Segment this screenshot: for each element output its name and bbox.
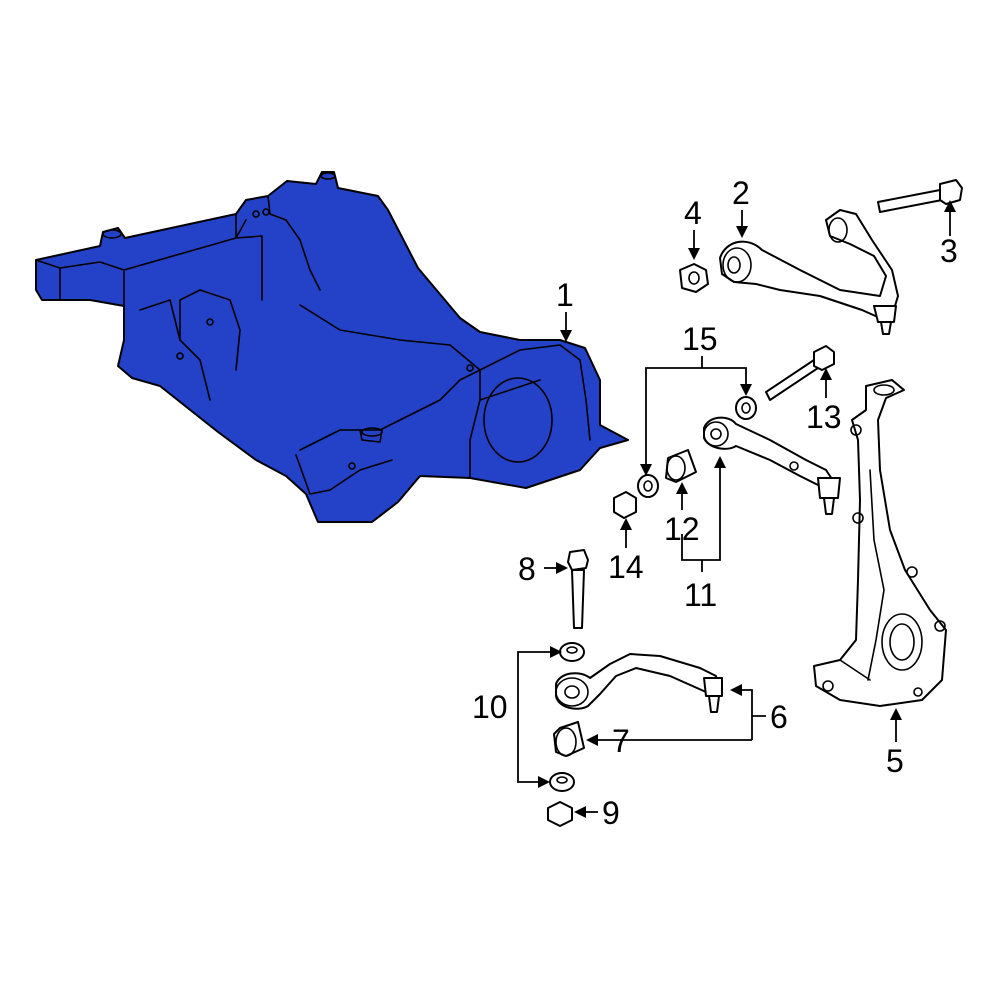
subframe-bushing-top-2: [320, 172, 336, 180]
washer-10-top-hole: [566, 646, 578, 654]
subframe-details: [35, 195, 591, 495]
part-6-lower-arm[interactable]: [555, 653, 723, 713]
lower-arm-stud: [708, 695, 720, 713]
bolt-13-head: [813, 345, 835, 371]
part-8-bolt[interactable]: [567, 549, 589, 629]
leader-lines: [517, 200, 956, 818]
callout-2[interactable]: 2: [732, 175, 750, 211]
callout-6[interactable]: 6: [770, 699, 788, 735]
callout-3[interactable]: 3: [940, 233, 958, 269]
rear-arm-hole: [789, 461, 799, 471]
upper-arm-bushing: [722, 247, 752, 283]
part-9-nut[interactable]: [547, 801, 573, 827]
subframe-hole-1: [252, 210, 260, 218]
bushing-12-body: [665, 449, 697, 483]
knuckle-hole-3: [906, 566, 918, 578]
part-3-bolt[interactable]: [877, 179, 963, 213]
callout-11[interactable]: 11: [684, 577, 717, 613]
subframe-hole-3: [176, 352, 184, 360]
part-2-upper-arm[interactable]: [719, 209, 899, 335]
part-10-washers[interactable]: [549, 642, 585, 792]
callout-5[interactable]: 5: [886, 743, 904, 779]
knuckle-hole-2: [852, 512, 864, 524]
part-15-washers[interactable]: [637, 396, 757, 498]
callout-9[interactable]: 9: [602, 795, 620, 831]
part-14-nut[interactable]: [613, 491, 637, 519]
lower-arm-bushing: [555, 677, 589, 707]
nut-4-body: [679, 263, 709, 293]
callout-labels: 1 2 3 4 5 6 7 8 9 10 11 12 13 14 15: [472, 175, 958, 831]
callout-4[interactable]: 4: [684, 195, 702, 231]
subframe-mount-ring: [483, 377, 553, 463]
upper-arm-balljoint: [873, 305, 897, 323]
callout-14[interactable]: 14: [608, 549, 644, 585]
lower-arm-bushing-inner: [564, 685, 580, 699]
nut-9-body: [547, 801, 573, 827]
bolt-8-head: [567, 549, 589, 571]
lower-arm-balljoint: [703, 677, 723, 697]
part-13-bolt[interactable]: [765, 345, 835, 401]
bolt-13-shank: [765, 359, 819, 401]
upper-arm-stud: [880, 321, 892, 335]
bolt-8-shank: [571, 569, 585, 629]
subframe-hole-4: [348, 462, 356, 470]
subframe-bushing-top-1: [102, 229, 122, 239]
subframe-hole-2: [262, 208, 270, 216]
rear-arm-bushing-inner: [710, 428, 722, 440]
subframe-body: [35, 171, 629, 523]
washer-10-bottom-hole: [556, 776, 568, 784]
callout-1[interactable]: 1: [556, 277, 574, 313]
washer-10-top: [559, 642, 585, 662]
washer-15-left-hole: [643, 480, 653, 492]
upper-arm-body: [719, 209, 899, 319]
callout-12[interactable]: 12: [664, 511, 700, 547]
bolt-3-head: [939, 179, 963, 205]
callout-8[interactable]: 8: [518, 551, 536, 587]
part-1-subframe[interactable]: [35, 171, 629, 523]
part-5-knuckle[interactable]: [813, 379, 947, 707]
upper-arm-bushing-inner: [727, 256, 741, 274]
rear-arm-balljoint: [817, 477, 841, 499]
knuckle-hole-6: [913, 687, 923, 697]
knuckle-hole-4: [934, 620, 946, 632]
callout-13[interactable]: 13: [806, 399, 842, 435]
knuckle-hole-1: [850, 424, 862, 436]
washer-15-left: [637, 474, 659, 498]
bolt-3-shank: [877, 189, 943, 213]
knuckle-top-eye: [873, 384, 895, 396]
subframe-hole-5: [466, 364, 474, 372]
knuckle-edge: [839, 469, 885, 681]
part-7-bushing[interactable]: [553, 721, 585, 757]
lower-arm-body: [555, 653, 719, 710]
rear-arm-stud: [823, 497, 835, 515]
knuckle-hub-bore: [881, 613, 923, 671]
subframe-hole-6: [206, 318, 214, 326]
part-11-lower-rear-arm[interactable]: [703, 416, 841, 515]
knuckle-hole-5: [822, 680, 834, 692]
washer-15-right: [735, 396, 757, 420]
upper-arm-rear-bushing: [828, 217, 848, 243]
subframe-bushing-front: [361, 427, 383, 437]
bushing-12-face: [666, 455, 686, 481]
callout-7[interactable]: 7: [612, 723, 630, 759]
part-4-nut[interactable]: [679, 263, 709, 293]
part-12-bushing[interactable]: [665, 449, 697, 483]
washer-10-bottom: [549, 772, 575, 792]
bushing-7-face: [555, 727, 577, 757]
washer-15-right-hole: [741, 402, 751, 414]
knuckle-body: [813, 379, 947, 707]
knuckle-hub-bore-inner: [889, 623, 915, 661]
rear-arm-bushing: [703, 421, 729, 447]
nut-4-hole: [688, 271, 700, 285]
callout-15[interactable]: 15: [682, 321, 718, 357]
nut-14-body: [613, 491, 637, 519]
callout-10[interactable]: 10: [472, 689, 508, 725]
